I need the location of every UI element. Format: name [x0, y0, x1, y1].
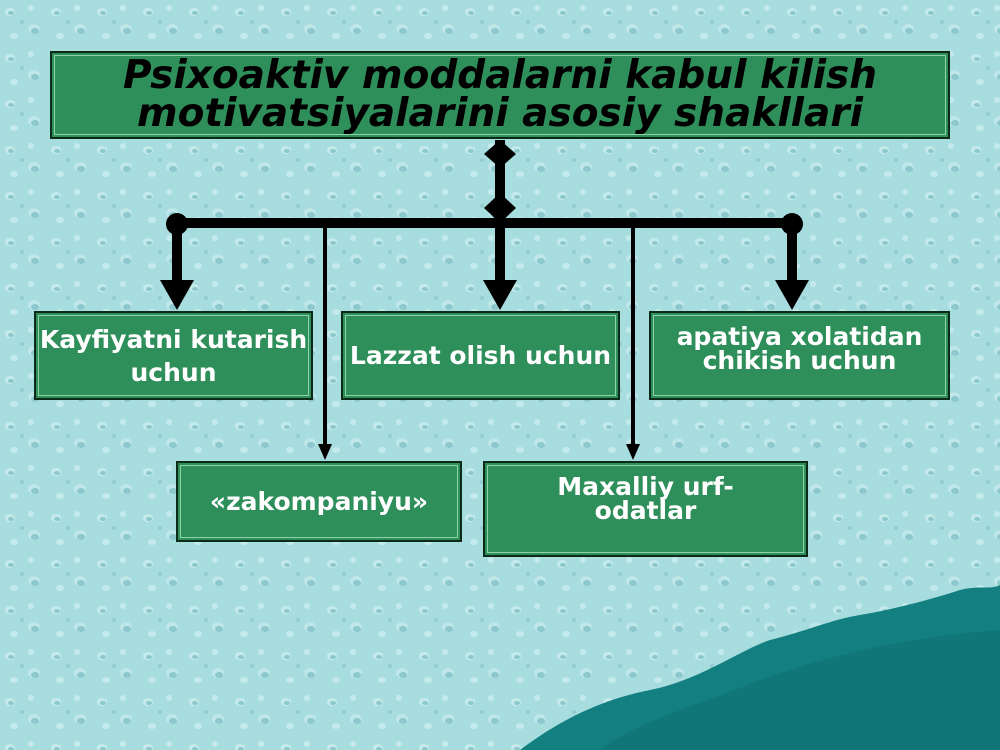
diagram-title-text: Psixoaktiv moddalarni kabul kilish motiv… — [122, 53, 878, 136]
node-kayfiyat-label: Kayfiyatni kutarish uchun — [39, 324, 308, 387]
corner-wave-highlight — [600, 630, 1000, 750]
node-apatiya: apatiya xolatidan chikish uchun — [649, 311, 950, 400]
stem-connector — [495, 140, 505, 225]
horizontal-bus — [177, 218, 794, 228]
diagram-title: Psixoaktiv moddalarni kabul kilish motiv… — [50, 51, 950, 139]
arrow-to-urf — [626, 226, 640, 460]
arrow-to-kayfiyat — [160, 224, 194, 310]
node-zakompaniyu: «zakompaniyu» — [176, 461, 462, 542]
node-apatiya-label: apatiya xolatidan chikish uchun — [676, 322, 923, 375]
node-urf: Maxalliy urf-odatlar — [483, 461, 808, 557]
stem-bottom-diamond — [484, 193, 516, 223]
arrow-to-zakompaniyu — [318, 226, 332, 460]
stem-top-diamond — [484, 140, 516, 168]
node-kayfiyat: Kayfiyatni kutarish uchun — [34, 311, 313, 400]
node-urf-label: Maxalliy urf-odatlar — [557, 472, 734, 525]
node-zakompaniyu-label: «zakompaniyu» — [209, 487, 429, 516]
node-lazzat-label: Lazzat olish uchun — [349, 341, 612, 370]
arrow-to-lazzat — [483, 224, 517, 310]
arrow-to-apatiya — [775, 224, 809, 310]
node-lazzat: Lazzat olish uchun — [341, 311, 620, 400]
